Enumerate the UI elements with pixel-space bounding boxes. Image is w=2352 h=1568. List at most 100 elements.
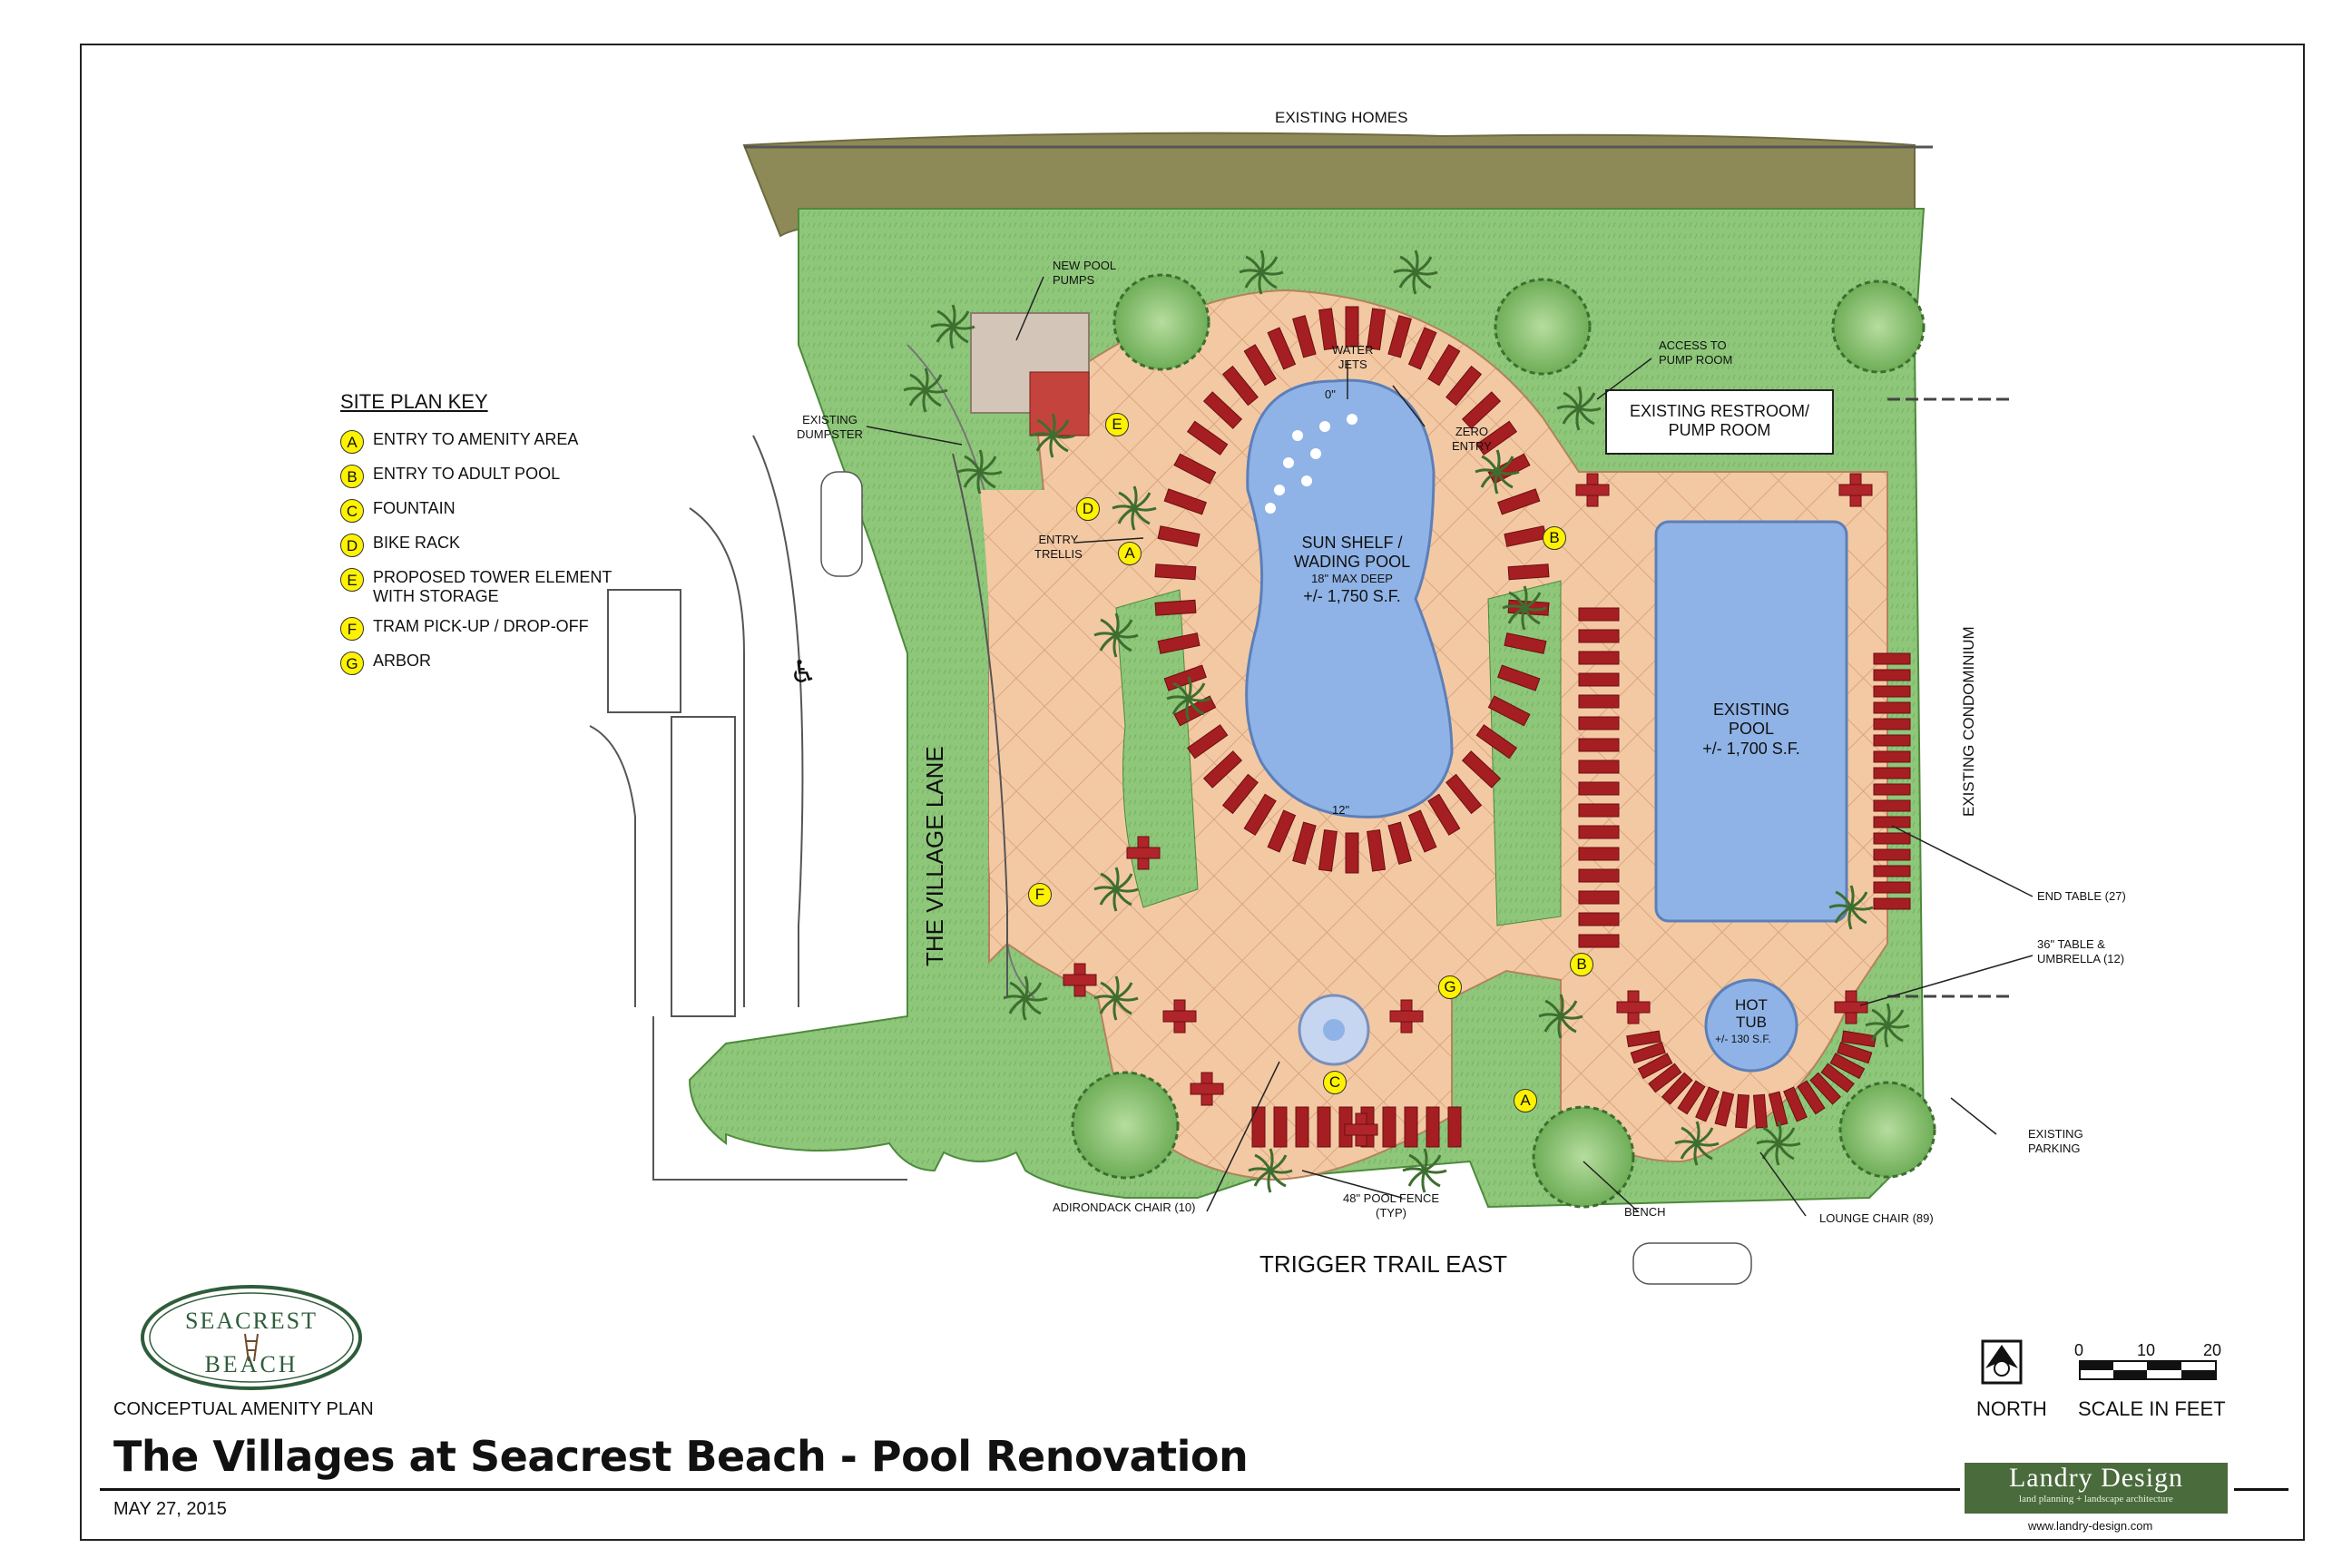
plan-title: The Villages at Seacrest Beach - Pool Re…: [113, 1432, 1249, 1481]
label-access-pump-room: ACCESS TO PUMP ROOM: [1659, 338, 1733, 367]
lounge-chair: [1447, 1106, 1462, 1148]
tree-canopy: [1494, 278, 1592, 376]
label-hot-tub: HOT TUB: [1735, 996, 1768, 1031]
label-pool-fence: 48" POOL FENCE (TYP): [1343, 1191, 1439, 1220]
tree-canopy: [1071, 1071, 1180, 1180]
lounge-chair: [1873, 701, 1911, 714]
label-village-lane: THE VILLAGE LANE: [921, 746, 948, 966]
palm-tree: [1556, 386, 1602, 431]
scale-tick-0: 0: [2074, 1341, 2084, 1359]
key-item: E PROPOSED TOWER ELEMENT WITH STORAGE: [340, 568, 612, 606]
lounge-chair: [1873, 848, 1911, 861]
lounge-chair: [1873, 669, 1911, 681]
key-title: SITE PLAN KEY: [340, 390, 488, 413]
lounge-chair: [1163, 488, 1207, 515]
lounge-chair: [1295, 1106, 1309, 1148]
label-table-umbrella: 36" TABLE & UMBRELLA (12): [2037, 937, 2125, 965]
palm-tree: [957, 449, 1003, 495]
label-existing-condo: EXISTING CONDOMINIUM: [1960, 626, 1977, 817]
lounge-chair: [1695, 1086, 1720, 1122]
lounge-chair: [1578, 629, 1620, 643]
palm-tree: [1402, 1148, 1447, 1193]
lounge-chair: [1578, 760, 1620, 774]
key-label: TRAM PICK-UP / DROP-OFF: [373, 617, 589, 635]
lounge-chair: [1461, 391, 1502, 429]
lounge-chair: [1677, 1080, 1706, 1115]
lounge-chair: [1251, 1106, 1266, 1148]
palm-tree: [1865, 1003, 1910, 1048]
table-umbrella: [1616, 990, 1651, 1024]
table-umbrella: [1162, 999, 1197, 1034]
table-umbrella: [1834, 990, 1868, 1024]
lounge-chair: [1186, 724, 1229, 760]
lounge-chair: [1578, 803, 1620, 818]
lounge-chair: [1387, 315, 1412, 358]
lounge-chair: [1752, 1093, 1768, 1129]
scale-bar: [2079, 1360, 2217, 1380]
lounge-chair: [1578, 781, 1620, 796]
lounge-chair: [1837, 1042, 1873, 1064]
palm-tree: [1030, 413, 1075, 458]
label-end-table: END TABLE (27): [2037, 889, 2126, 903]
lounge-chair: [1157, 632, 1200, 654]
palm-tree: [1674, 1121, 1720, 1166]
lounge-chair: [1267, 327, 1297, 370]
lounge-chair: [1427, 344, 1461, 387]
key-label: BIKE RACK: [373, 534, 461, 552]
lounge-chair: [1154, 599, 1197, 616]
lounge-chair: [1578, 716, 1620, 730]
lounge-chair: [1648, 1063, 1682, 1093]
lounge-chair: [1578, 934, 1620, 948]
lounge-chair: [1292, 315, 1317, 358]
palm-tree: [1393, 250, 1438, 295]
scale-label: SCALE IN FEET: [2078, 1397, 2226, 1420]
lounge-chair: [1507, 564, 1550, 581]
lounge-chair: [1446, 773, 1483, 815]
label-existing-pool-area: +/- 1,700 S.F.: [1702, 740, 1800, 758]
label-existing-dumpster: EXISTING DUMPSTER: [797, 413, 863, 441]
lounge-chair: [1873, 718, 1911, 730]
palm-tree: [1166, 676, 1211, 721]
table-umbrella: [1344, 1112, 1378, 1147]
lounge-chair: [1426, 1106, 1440, 1148]
lounge-chair: [1475, 724, 1518, 760]
lounge-chair: [1841, 1030, 1877, 1048]
lounge-chair: [1345, 306, 1359, 348]
label-bench: BENCH: [1624, 1205, 1666, 1219]
label-existing-parking: EXISTING PARKING: [2028, 1127, 2083, 1155]
key-label: PROPOSED TOWER ELEMENT WITH STORAGE: [373, 568, 612, 605]
marker-b-1: B: [1543, 526, 1566, 550]
lounge-chair: [1578, 868, 1620, 883]
palm-tree: [1475, 449, 1520, 495]
key-marker: E: [340, 568, 364, 592]
logo-line2: BEACH: [204, 1351, 298, 1377]
label-entry-trellis: ENTRY TRELLIS: [1034, 533, 1083, 561]
lounge-chair: [1873, 734, 1911, 747]
lounge-chair: [1367, 828, 1387, 872]
lounge-chair: [1809, 1072, 1842, 1105]
lounge-chair: [1873, 897, 1911, 910]
lounge-chair: [1630, 1042, 1666, 1064]
lounge-chair: [1221, 365, 1259, 407]
lounge-chair: [1873, 652, 1911, 665]
lounge-chair: [1578, 607, 1620, 622]
table-umbrella: [1389, 999, 1424, 1034]
lounge-chair: [1461, 750, 1502, 789]
lounge-chair: [1873, 767, 1911, 779]
lounge-chair: [1797, 1080, 1826, 1115]
tree-canopy: [1831, 279, 1926, 374]
lounge-chair: [1154, 564, 1197, 581]
label-trigger-trail: TRIGGER TRAIL EAST: [1259, 1250, 1508, 1278]
table-umbrella: [1126, 836, 1161, 870]
plan-subtitle: CONCEPTUAL AMENITY PLAN: [113, 1399, 374, 1419]
lounge-chair: [1873, 783, 1911, 796]
lounge-chair: [1318, 308, 1338, 351]
lounge-chair: [1497, 488, 1541, 515]
lounge-chair: [1497, 664, 1541, 691]
tree-canopy: [1838, 1081, 1936, 1179]
lounge-chair: [1407, 809, 1437, 853]
label-adirondack: ADIRONDACK CHAIR (10): [1053, 1200, 1196, 1214]
